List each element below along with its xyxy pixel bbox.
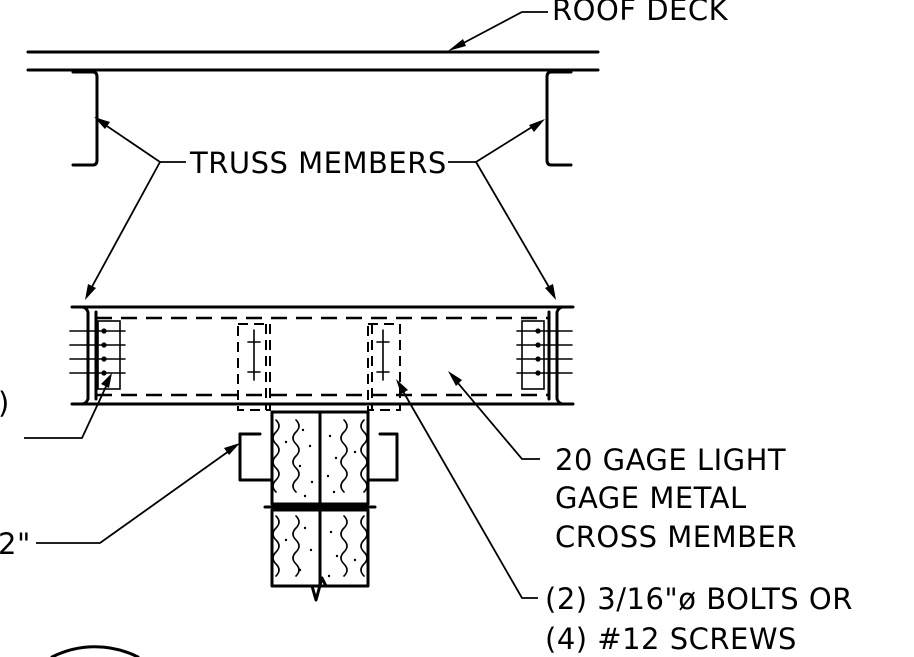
left-clip-angle [237, 323, 271, 411]
roof-deck-label: ROOF DECK [552, 0, 729, 27]
bearing-angle-plates [238, 432, 399, 482]
cross-member [70, 305, 575, 406]
masonry-wall [263, 410, 377, 602]
cross-member-leader [448, 371, 540, 460]
right-end-screws [516, 320, 573, 390]
bolts-leader [396, 379, 538, 599]
right-clip-angle [367, 323, 401, 411]
truss-member-right-top [545, 70, 573, 167]
cross-member-label-line-1: 20 GAGE LIGHT [555, 443, 786, 477]
roof-deck-leader [448, 11, 548, 51]
truss-member-left-top [71, 70, 99, 167]
detail-reference-circle [50, 645, 140, 657]
left-end-screws [69, 320, 126, 390]
cross-member-label-line-2: GAGE METAL [555, 481, 747, 515]
cross-member-label-line-3: CROSS MEMBER [555, 520, 797, 554]
left-partial-label-1: ) [0, 386, 10, 420]
truss-members-leaders [85, 117, 556, 300]
left-partial-leaders [24, 373, 240, 544]
roof-deck [26, 50, 600, 72]
left-partial-label-2: 2" [0, 527, 31, 561]
bolts-label-line-1: (2) 3/16"ø BOLTS OR [545, 582, 853, 616]
bolts-label-line-2: (4) #12 SCREWS [545, 622, 797, 656]
truss-members-label: TRUSS MEMBERS [189, 146, 447, 180]
